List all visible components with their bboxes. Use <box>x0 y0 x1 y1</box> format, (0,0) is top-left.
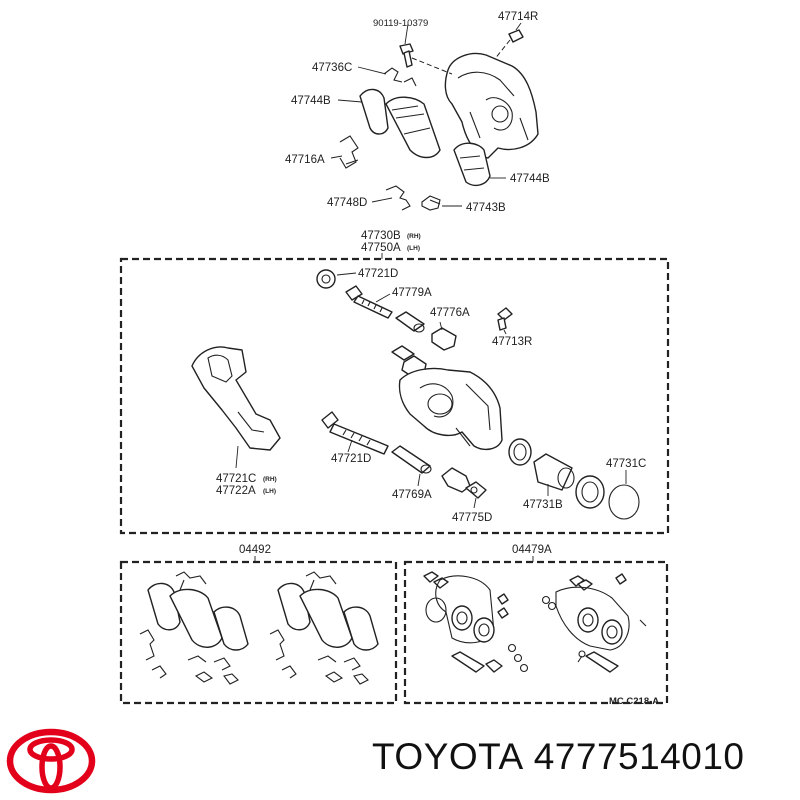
label-bracket-rh: 47721C <box>216 473 256 485</box>
label-pad-left: 47744B <box>291 95 331 107</box>
label-clip-748d: 47748D <box>327 197 367 209</box>
boot-775d-part <box>441 467 487 509</box>
pad-set-right <box>269 571 379 685</box>
parts-diagram: 90119-10379 47714R 47736C 47744B 47716A … <box>119 11 670 707</box>
bleeder-top-part <box>493 22 524 61</box>
label-boot-776a: 47776A <box>430 307 470 319</box>
label-piston-731b: 47731B <box>523 499 563 511</box>
pad-kit-box <box>119 560 398 705</box>
brand-name: TOYOTA <box>372 736 524 777</box>
label-shim: 47716A <box>285 154 325 166</box>
label-pin-779a: 47779A <box>392 287 432 299</box>
label-bracket-lh-side: (LH) <box>263 488 276 495</box>
boot-721d-top-part <box>316 269 357 289</box>
assembly-lh: 47750A <box>361 242 401 254</box>
boot-731b-part <box>575 475 605 509</box>
label-seal-kit: 04479A <box>512 544 552 556</box>
assembly-heading: 47730B (RH) 47750A (LH) <box>361 230 421 259</box>
bushing-779a-part <box>395 311 425 333</box>
label-pad-right: 47744B <box>510 173 550 185</box>
ring-731c-part <box>608 470 640 520</box>
caliper-assembly-box: 47721D 47779A 47776A 47713R 47721C (RH) … <box>119 257 670 535</box>
label-clip-743b: 47743B <box>466 202 506 214</box>
pad-left-part <box>337 88 441 159</box>
top-exploded-view: 90119-10379 47714R 47736C 47744B 47716A … <box>285 11 550 214</box>
seal-set-right <box>541 573 647 673</box>
caliper-body-middle <box>398 367 503 451</box>
label-bracket-rh-side: (RH) <box>263 476 277 483</box>
caliper-body-top <box>411 52 539 159</box>
clip-736c-part <box>357 66 417 87</box>
pin-upper-part <box>345 285 393 319</box>
assembly-rh: 47730B <box>361 230 401 242</box>
pad-right-part <box>453 142 506 187</box>
shim-part <box>330 135 359 169</box>
kit-labels: 04492 04479A <box>239 544 552 562</box>
assembly-rh-side: (RH) <box>407 233 421 240</box>
label-ref-code: MC C218-A <box>609 696 659 707</box>
label-ring-731c: 47731C <box>606 458 646 470</box>
bleeder-713r-part <box>497 307 513 335</box>
label-bracket-lh: 47722A <box>216 485 256 497</box>
bolt-part <box>399 23 414 68</box>
piston-seal-part <box>508 438 532 466</box>
label-pin-721d: 47721D <box>331 453 371 465</box>
mounting-bracket-part <box>191 346 281 469</box>
bushing-769a-part <box>391 445 432 487</box>
pad-set-left <box>139 571 249 685</box>
label-boot-721d-top: 47721D <box>358 268 398 280</box>
pin-lower-part <box>321 411 389 455</box>
label-boot-775d: 47775D <box>452 512 492 524</box>
boot-776a-part <box>431 321 457 351</box>
piston-part <box>533 453 575 496</box>
clip-743b-part <box>421 195 462 211</box>
clip-748d-part <box>371 185 411 211</box>
label-bleeder-713r: 47713R <box>492 336 532 348</box>
toyota-logo <box>6 728 96 794</box>
seal-kit-box: MC C218-A <box>403 560 669 707</box>
label-bleeder-top: 47714R <box>498 11 538 23</box>
label-bushing-769a: 47769A <box>392 489 432 501</box>
label-pad-kit: 04492 <box>239 544 271 556</box>
assembly-lh-side: (LH) <box>407 245 420 252</box>
label-bolt: 90119-10379 <box>373 18 428 29</box>
seal-set-left <box>423 571 529 673</box>
label-clip-736c: 47736C <box>312 62 352 74</box>
part-number: 4777514010 <box>533 736 745 777</box>
